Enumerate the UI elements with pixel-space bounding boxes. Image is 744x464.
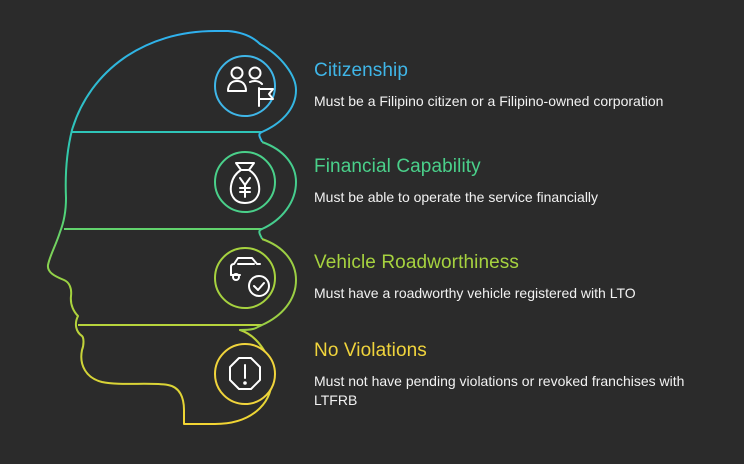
car-check-icon [230,257,270,297]
money-bag-yen-icon [229,162,261,204]
requirement-citizenship: Citizenship Must be a Filipino citizen o… [314,60,724,111]
warning-octagon-icon [229,357,261,390]
requirement-description: Must not have pending violations or revo… [314,373,685,408]
requirement-description: Must be a Filipino citizen or a Filipino… [314,93,664,109]
requirement-title: Citizenship [314,60,409,81]
people-flag-icon [227,66,274,107]
requirement-title: Vehicle Roadworthiness [314,252,519,273]
requirement-description: Must have a roadworthy vehicle registere… [314,285,636,301]
requirement-title: Financial Capability [314,156,481,177]
connector-arc-1 [258,43,298,143]
requirement-description: Must be able to operate the service fina… [314,189,599,205]
requirement-financial-capability: Financial Capability Must be able to ope… [314,156,724,207]
connector-arc-2 [258,141,298,240]
head-outline [46,30,273,425]
connector-arc-3 [239,238,298,331]
requirement-title: No Violations [314,340,427,361]
icon-circle-financial [214,151,276,213]
requirement-vehicle-roadworthiness: Vehicle Roadworthiness Must have a roadw… [314,252,724,303]
requirement-no-violations: No Violations Must not have pending viol… [314,340,724,410]
